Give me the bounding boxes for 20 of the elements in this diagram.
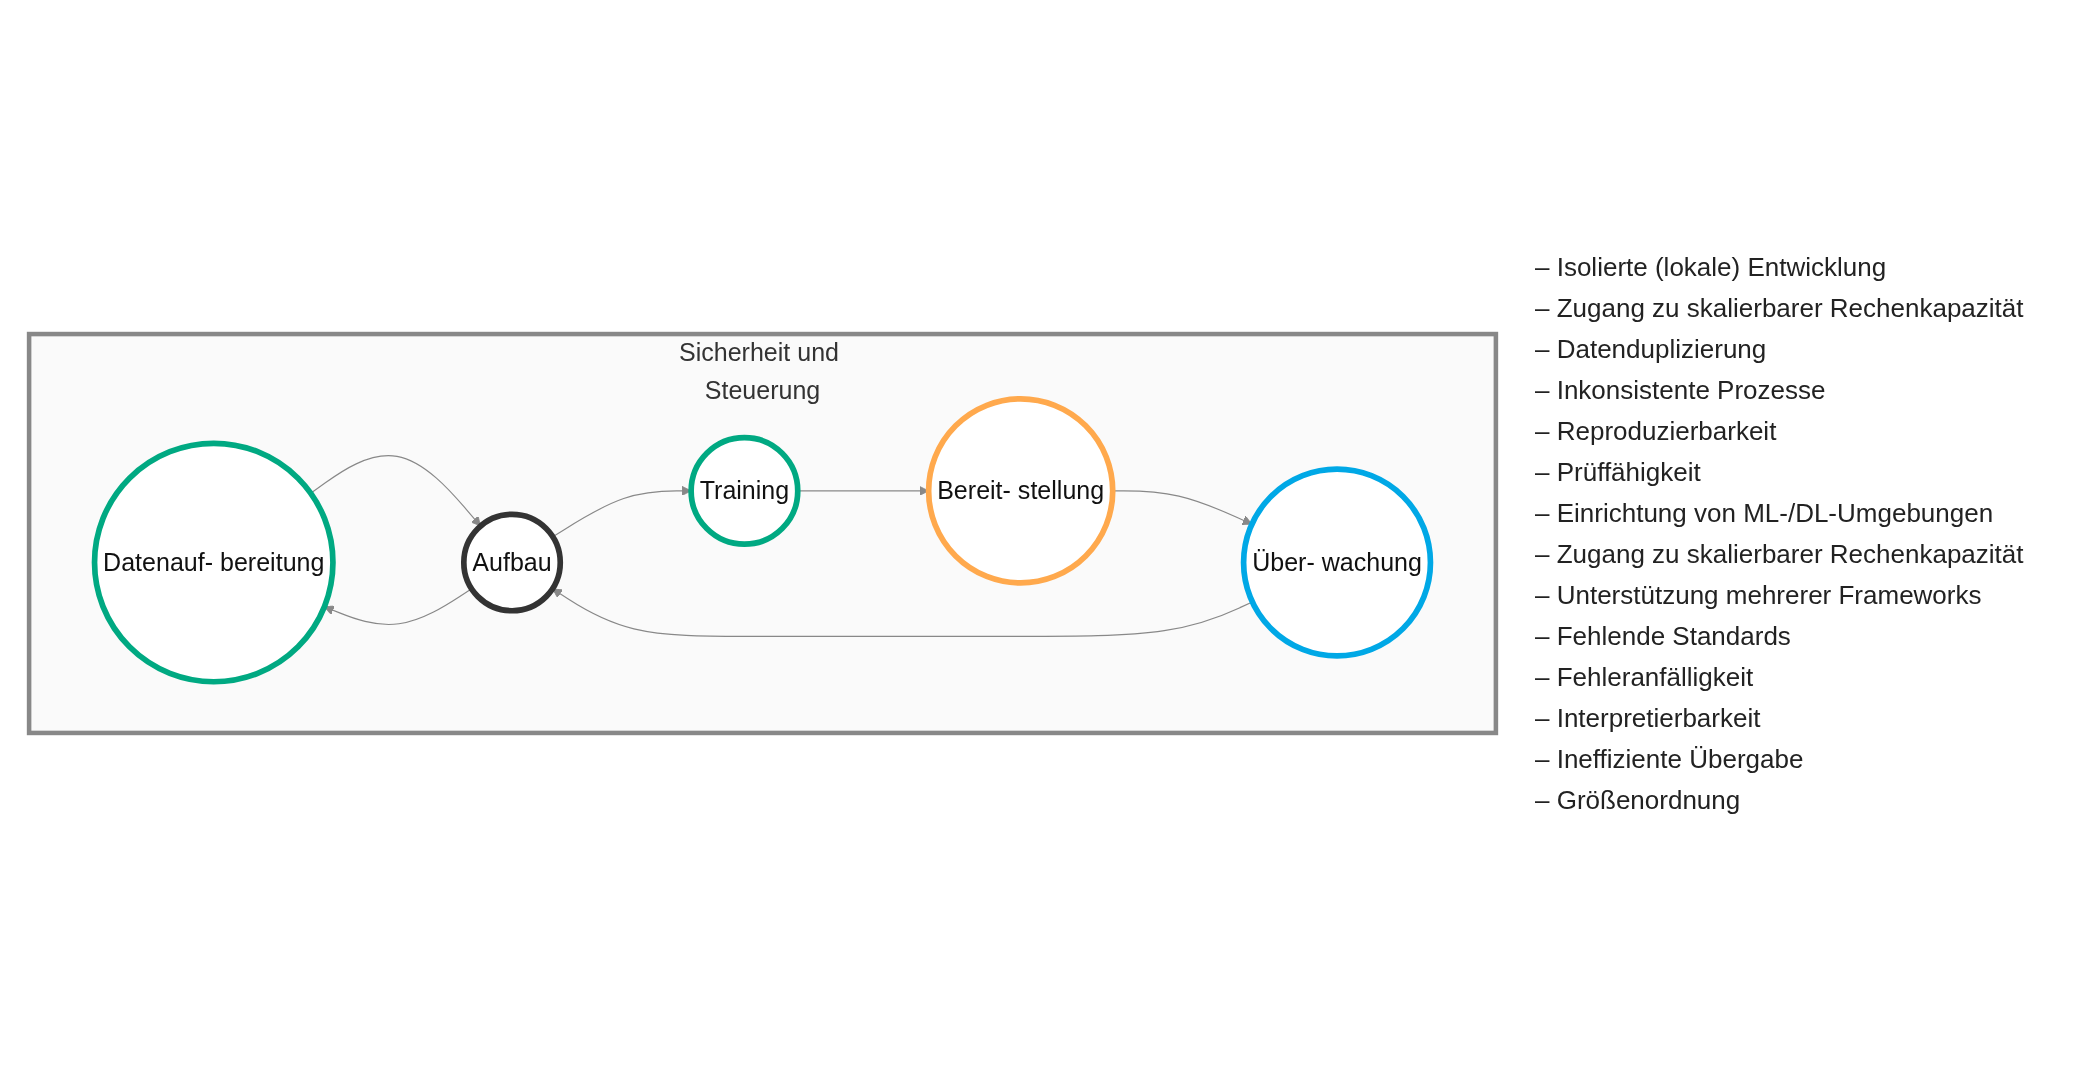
bullet-note: – Datenduplizierung <box>1535 333 1768 365</box>
node-circle: Aufbau <box>460 511 564 614</box>
bullet-note: – Einrichtung von ML-/DL-Umgebungen <box>1535 497 1995 529</box>
bullet-note: – Zugang zu skalierbarer Rechenkapazität <box>1535 538 2025 570</box>
node-circle: Bereit- stellung <box>925 396 1116 586</box>
bullet-note: – Reproduzierbarkeit <box>1535 415 1778 447</box>
bullet-note: – Ineffiziente Übergabe <box>1535 743 1805 775</box>
bullet-note: – Inkonsistente Prozesse <box>1535 374 1827 406</box>
bullet-note: – Zugang zu skalierbarer Rechenkapazität <box>1535 292 2025 324</box>
node-circle: Training <box>688 434 801 548</box>
bullet-note: – Interpretierbarkeit <box>1535 702 1762 734</box>
bullet-note: – Isolierte (lokale) Entwicklung <box>1535 251 1888 283</box>
bullet-note: – Fehleranfälligkeit <box>1535 661 1755 693</box>
bullet-note: – Prüffähigkeit <box>1535 456 1702 488</box>
bullet-note: – Größenordnung <box>1535 784 1742 816</box>
node-circle: Über- wachung <box>1240 466 1434 659</box>
bullet-note: – Unterstützung mehrerer Frameworks <box>1535 579 1983 611</box>
node-circle: Datenauf- bereitung <box>91 440 336 685</box>
bullet-note: – Fehlende Standards <box>1535 620 1792 652</box>
arrow <box>310 455 481 527</box>
